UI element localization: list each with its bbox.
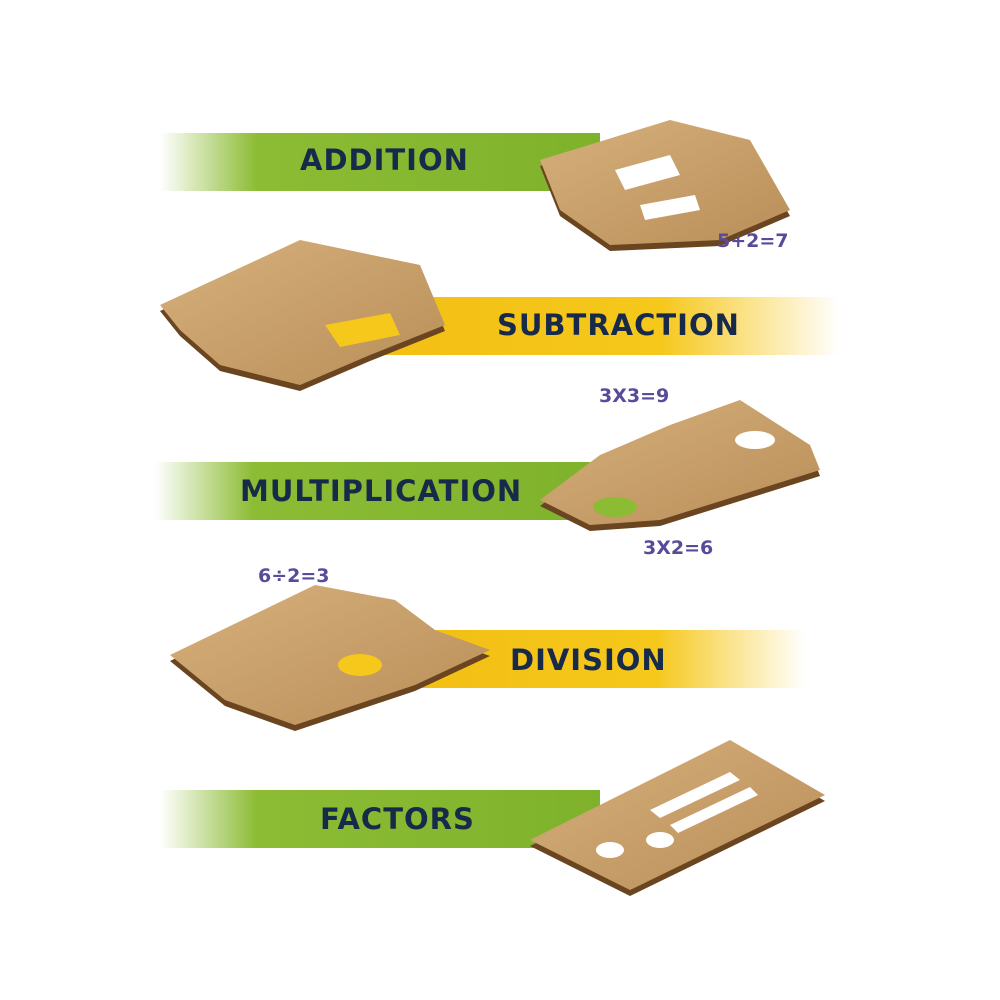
multiplication-wood-puzzle [540, 400, 820, 531]
multiplication-equation-2: 3X2=6 [643, 537, 714, 559]
factors-label: FACTORS [320, 802, 475, 836]
multiplication-equation-1: 3X3=9 [599, 385, 670, 407]
addition-equation: 5+2=7 [717, 230, 789, 252]
factors-wood-puzzle [530, 740, 825, 896]
division-wood-puzzle [170, 585, 490, 731]
multiplication-label: MULTIPLICATION [240, 474, 523, 508]
multiplication-band [155, 462, 600, 520]
addition-band [160, 133, 600, 191]
subtraction-label: SUBTRACTION [497, 308, 740, 342]
division-label: DIVISION [510, 643, 667, 677]
division-equation: 6÷2=3 [258, 565, 330, 587]
addition-wood-puzzle [540, 120, 790, 251]
subtraction-wood-puzzle [160, 240, 445, 391]
factors-band [160, 790, 600, 848]
addition-label: ADDITION [300, 143, 469, 177]
